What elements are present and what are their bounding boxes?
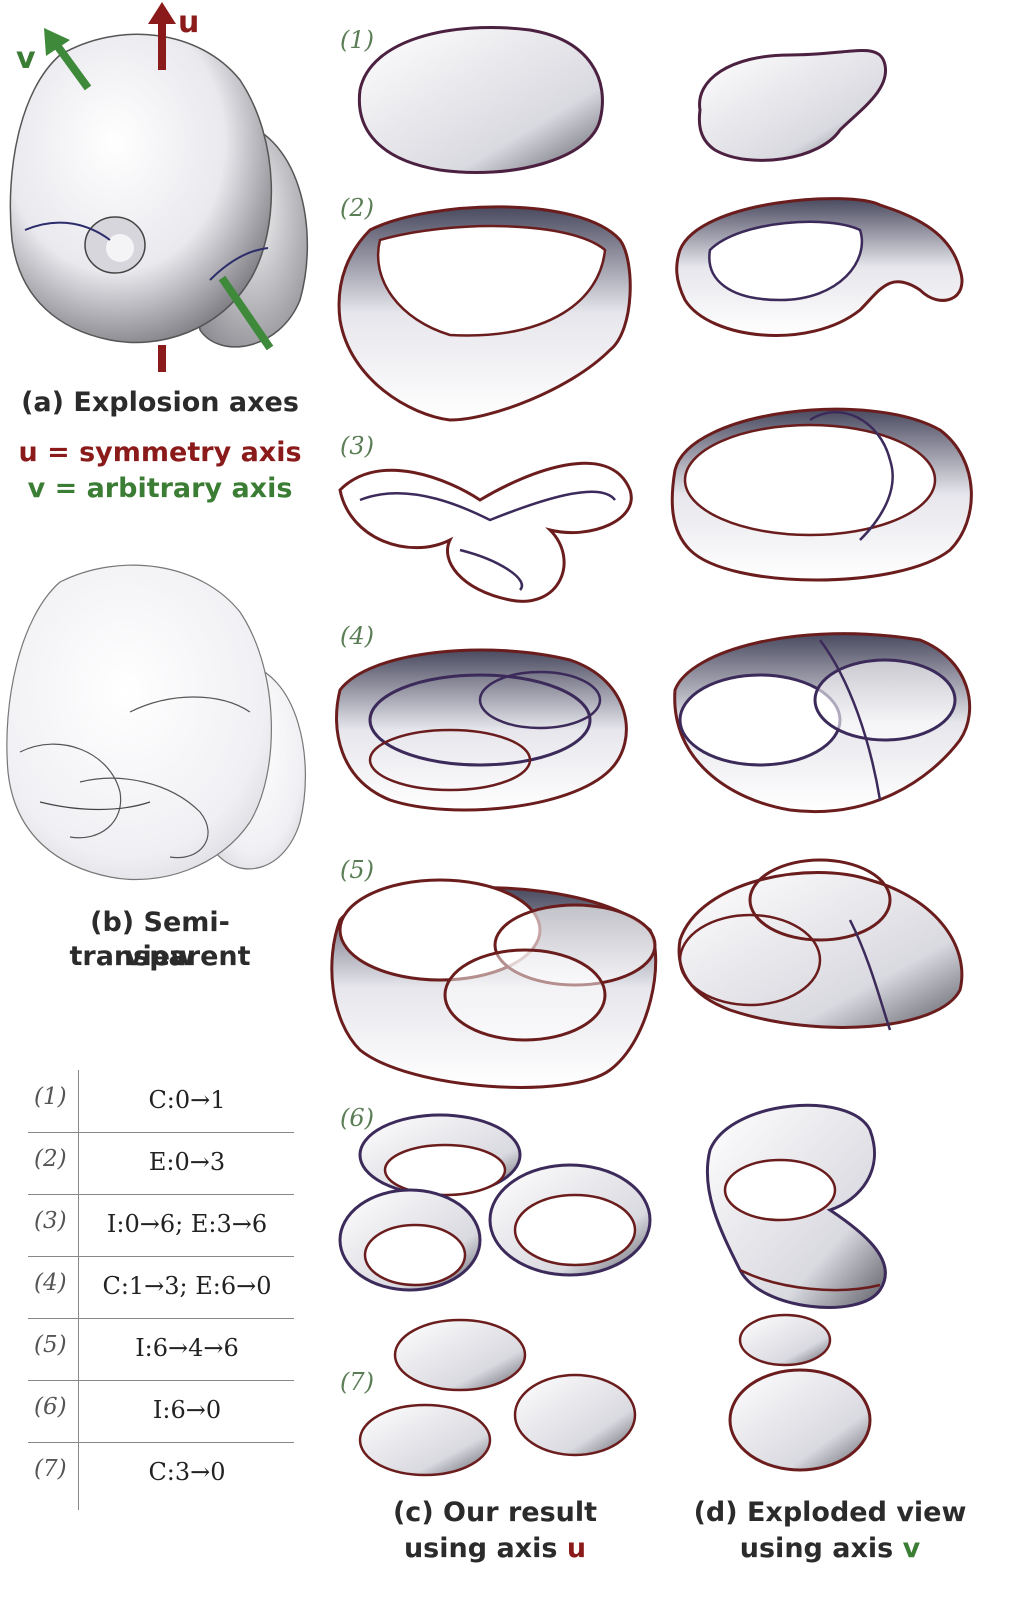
step-label-2: (2) <box>340 194 374 222</box>
panel-b-caption-2: view <box>124 941 196 972</box>
column-d-renders <box>670 49 973 1472</box>
step-label-3: (3) <box>340 432 374 460</box>
step-label-1: (1) <box>340 26 374 54</box>
table-row-7: (7) C:3→0 <box>28 1442 294 1504</box>
panel-c-caption-axis: u <box>566 1533 587 1564</box>
axis-u-label: u <box>178 5 200 40</box>
table-row-2: (2) E:0→3 <box>28 1132 294 1195</box>
legend-u: u = symmetry axis <box>18 437 302 468</box>
slice-7-cap-right <box>513 1373 637 1457</box>
panel-c-caption-prefix: using axis <box>403 1533 567 1564</box>
panel-d-caption-prefix: using axis <box>739 1533 903 1564</box>
panel-d-caption-2: using axis v <box>665 1532 995 1566</box>
table-row-event: I:6→4→6 <box>135 1334 239 1362</box>
table-row-event: C:1→3; E:6→0 <box>102 1272 272 1300</box>
table-row-event: I:6→0 <box>152 1396 222 1424</box>
table-row-4: (4) C:1→3; E:6→0 <box>28 1256 294 1319</box>
table-row-step: (3) <box>34 1208 67 1234</box>
table-row-5: (5) I:6→4→6 <box>28 1318 294 1381</box>
slice-4-rings <box>335 648 628 812</box>
table-row-step: (1) <box>34 1084 67 1110</box>
slice-7-cap-top <box>393 1318 527 1392</box>
step-label-4: (4) <box>340 622 374 650</box>
torus-shape-render <box>9 2 309 372</box>
slice-7-cap-bottom <box>728 1368 872 1472</box>
panel-c-caption-2: using axis u <box>330 1532 660 1566</box>
table-row-event: I:0→6; E:3→6 <box>106 1210 268 1238</box>
table-row-step: (5) <box>34 1332 67 1358</box>
table-row-1: (1) C:0→1 <box>28 1070 294 1133</box>
panel-b-caption-1: (b) Semi-transparent <box>69 907 251 972</box>
panel-d-caption-axis: v <box>902 1533 921 1564</box>
slice-7-cap-top <box>738 1313 832 1367</box>
semi-transparent-render <box>6 564 306 881</box>
axis-v-label: v <box>16 41 36 76</box>
table-vertical-rule <box>78 1070 79 1510</box>
event-table: (1) C:0→1 (2) E:0→3 (3) I:0→6; E:3→6 (4)… <box>28 1070 294 1510</box>
table-row-3: (3) I:0→6; E:3→6 <box>28 1194 294 1257</box>
table-row-step: (2) <box>34 1146 67 1172</box>
slice-7-cap-left <box>358 1403 492 1477</box>
panel-a-caption: (a) Explosion axes <box>21 387 299 418</box>
slice-3-ribbon <box>338 461 633 603</box>
slice-1-cap <box>697 49 887 162</box>
slice-5-knot <box>677 871 964 1029</box>
step-label-5: (5) <box>340 856 374 884</box>
panel-c-caption-1: (c) Our result <box>392 1497 598 1528</box>
column-c-renders <box>330 26 658 1477</box>
table-row-step: (6) <box>34 1394 67 1420</box>
legend-v: v = arbitrary axis <box>27 473 293 504</box>
slice-1-cap <box>357 26 604 174</box>
step-label-6: (6) <box>340 1104 374 1132</box>
panel-d-caption-1: (d) Exploded view <box>693 1497 967 1528</box>
table-row-step: (7) <box>34 1456 67 1482</box>
table-row-event: E:0→3 <box>148 1148 226 1176</box>
table-row-6: (6) I:6→0 <box>28 1380 294 1443</box>
table-row-event: C:0→1 <box>148 1086 226 1114</box>
table-row-event: C:3→0 <box>148 1458 226 1486</box>
table-row-step: (4) <box>34 1270 67 1296</box>
step-label-7: (7) <box>340 1368 374 1396</box>
